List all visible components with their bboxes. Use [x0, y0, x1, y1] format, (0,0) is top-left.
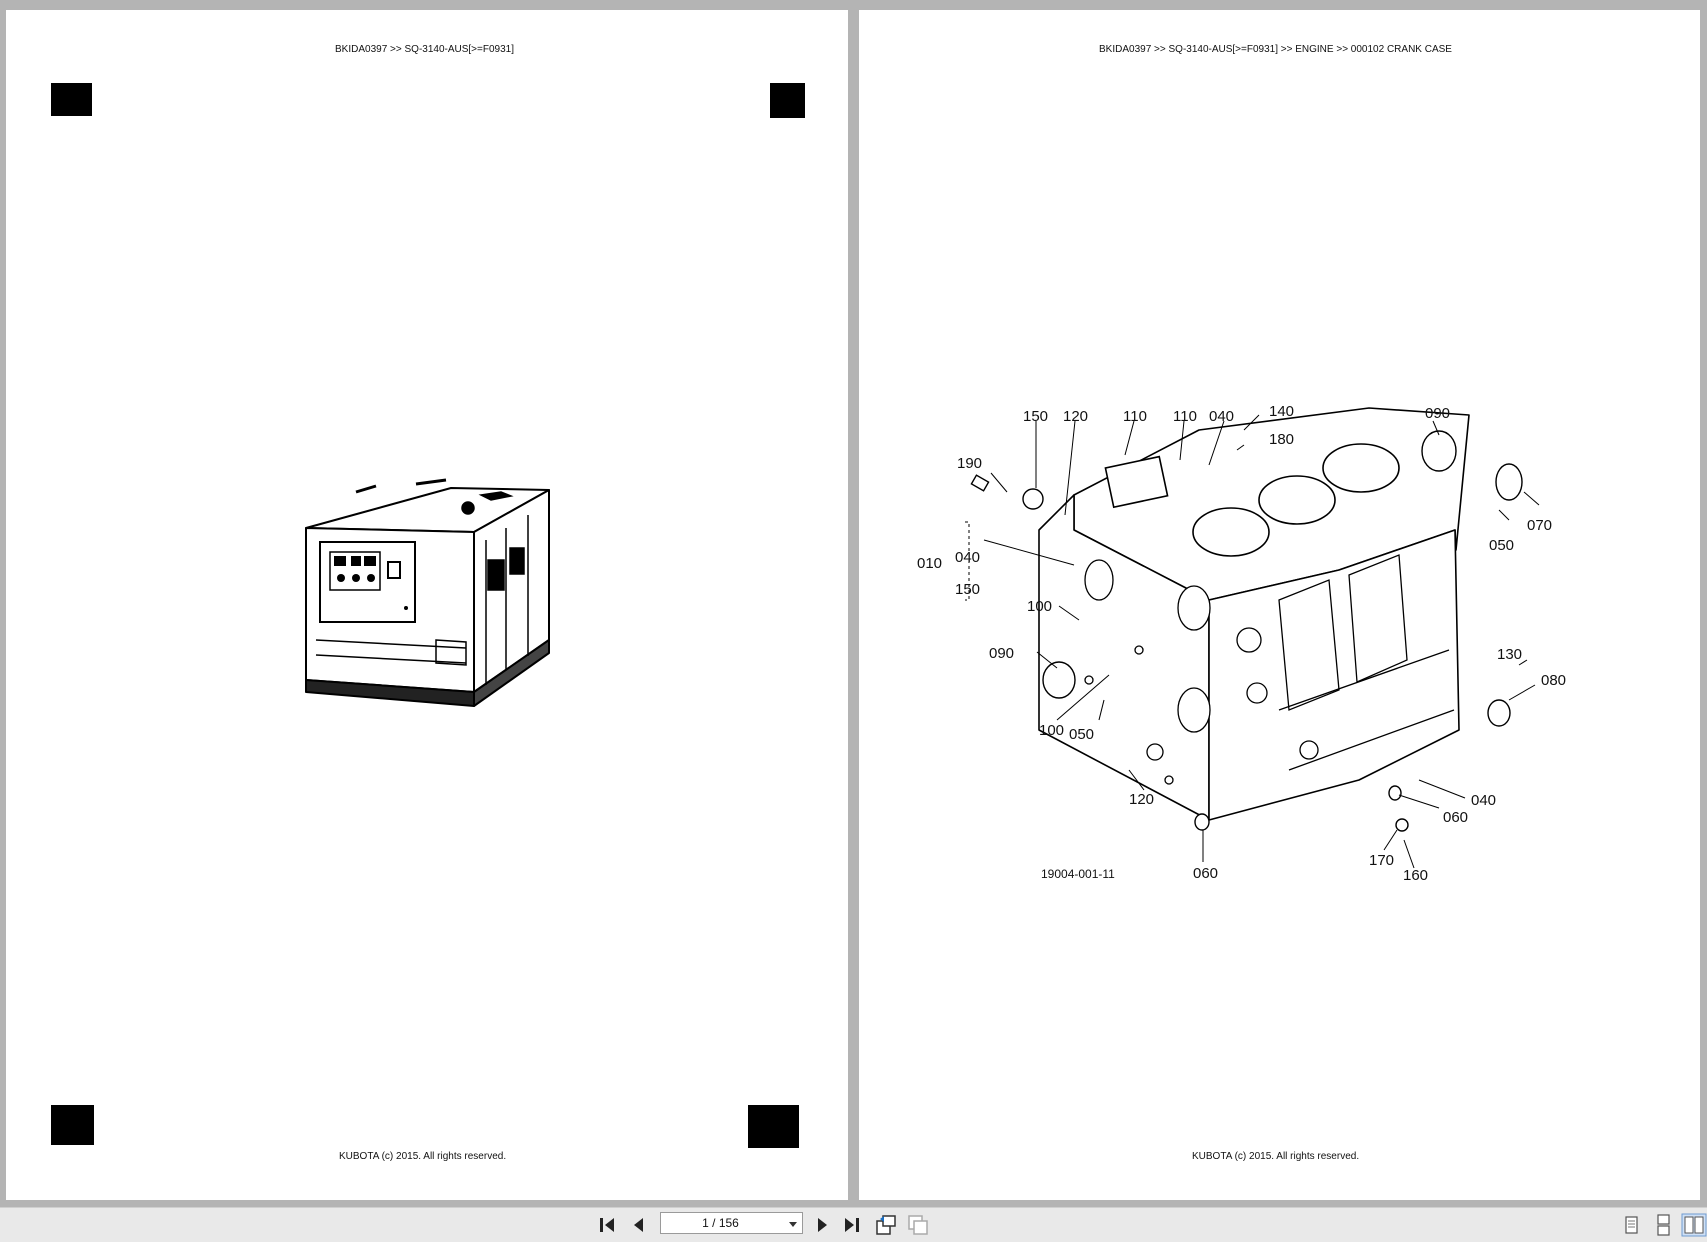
last-page-icon[interactable]	[840, 1214, 864, 1236]
two-page-view-icon[interactable]	[1681, 1213, 1707, 1237]
callout-label: 090	[989, 645, 1014, 662]
callout-label: 120	[1129, 791, 1154, 808]
callout-label: 070	[1527, 517, 1552, 534]
copy-icon[interactable]	[906, 1214, 930, 1236]
continuous-view-icon[interactable]	[1652, 1214, 1676, 1236]
callout-label: 150	[955, 581, 980, 598]
callout-label: 010	[917, 555, 942, 572]
next-page-icon[interactable]	[810, 1214, 834, 1236]
callout-label: 160	[1403, 867, 1428, 884]
drawing-number: 19004-001-11	[1041, 867, 1115, 881]
callout-label: 090	[1425, 405, 1450, 422]
page-number-field[interactable]: 1 / 156	[660, 1212, 803, 1234]
callout-label: 100	[1027, 598, 1052, 615]
crank-case-diagram: 150 120 110 110 040 140 180 090 190 070 …	[917, 403, 1566, 884]
page-footer: KUBOTA (c) 2015. All rights reserved.	[1192, 1151, 1360, 1162]
callout-label: 170	[1369, 852, 1394, 869]
callout-label: 150	[1023, 408, 1048, 425]
first-page-icon[interactable]	[597, 1214, 621, 1236]
callout-label: 110	[1123, 408, 1147, 425]
previous-page-icon[interactable]	[627, 1214, 651, 1236]
callout-label: 130	[1497, 646, 1522, 663]
callout-label: 040	[1209, 408, 1234, 425]
registration-mark	[748, 1105, 799, 1148]
page-header: BKIDA0397 >> SQ-3140-AUS[>=F0931] >> ENG…	[1099, 44, 1452, 55]
callout-label: 060	[1193, 865, 1218, 882]
callout-label: 050	[1489, 537, 1514, 554]
callout-label: 190	[957, 455, 982, 472]
callout-label: 100	[1039, 722, 1064, 739]
chevron-down-icon[interactable]	[789, 1222, 797, 1227]
generator-illustration	[305, 478, 550, 707]
callout-label: 040	[1471, 792, 1496, 809]
single-page-view-icon[interactable]	[1620, 1214, 1644, 1236]
callout-label: 110	[1173, 408, 1197, 425]
registration-mark	[770, 83, 805, 118]
page-indicator: 1 / 156	[702, 1216, 739, 1230]
callout-label: 180	[1269, 431, 1294, 448]
callout-label: 050	[1069, 726, 1094, 743]
right-page: BKIDA0397 >> SQ-3140-AUS[>=F0931] >> ENG…	[859, 10, 1700, 1200]
callout-label: 040	[955, 549, 980, 566]
rotate-icon[interactable]	[874, 1214, 898, 1236]
callout-label: 120	[1063, 408, 1088, 425]
callout-label: 140	[1269, 403, 1294, 420]
left-page: BKIDA0397 >> SQ-3140-AUS[>=F0931] KUBOTA…	[6, 10, 848, 1200]
callout-label: 080	[1541, 672, 1566, 689]
callout-label: 060	[1443, 809, 1468, 826]
page-header: BKIDA0397 >> SQ-3140-AUS[>=F0931]	[335, 44, 514, 55]
registration-mark	[51, 83, 92, 116]
registration-mark	[51, 1105, 94, 1145]
page-footer: KUBOTA (c) 2015. All rights reserved.	[339, 1151, 507, 1162]
viewer-toolbar: 1 / 156	[0, 1207, 1707, 1242]
